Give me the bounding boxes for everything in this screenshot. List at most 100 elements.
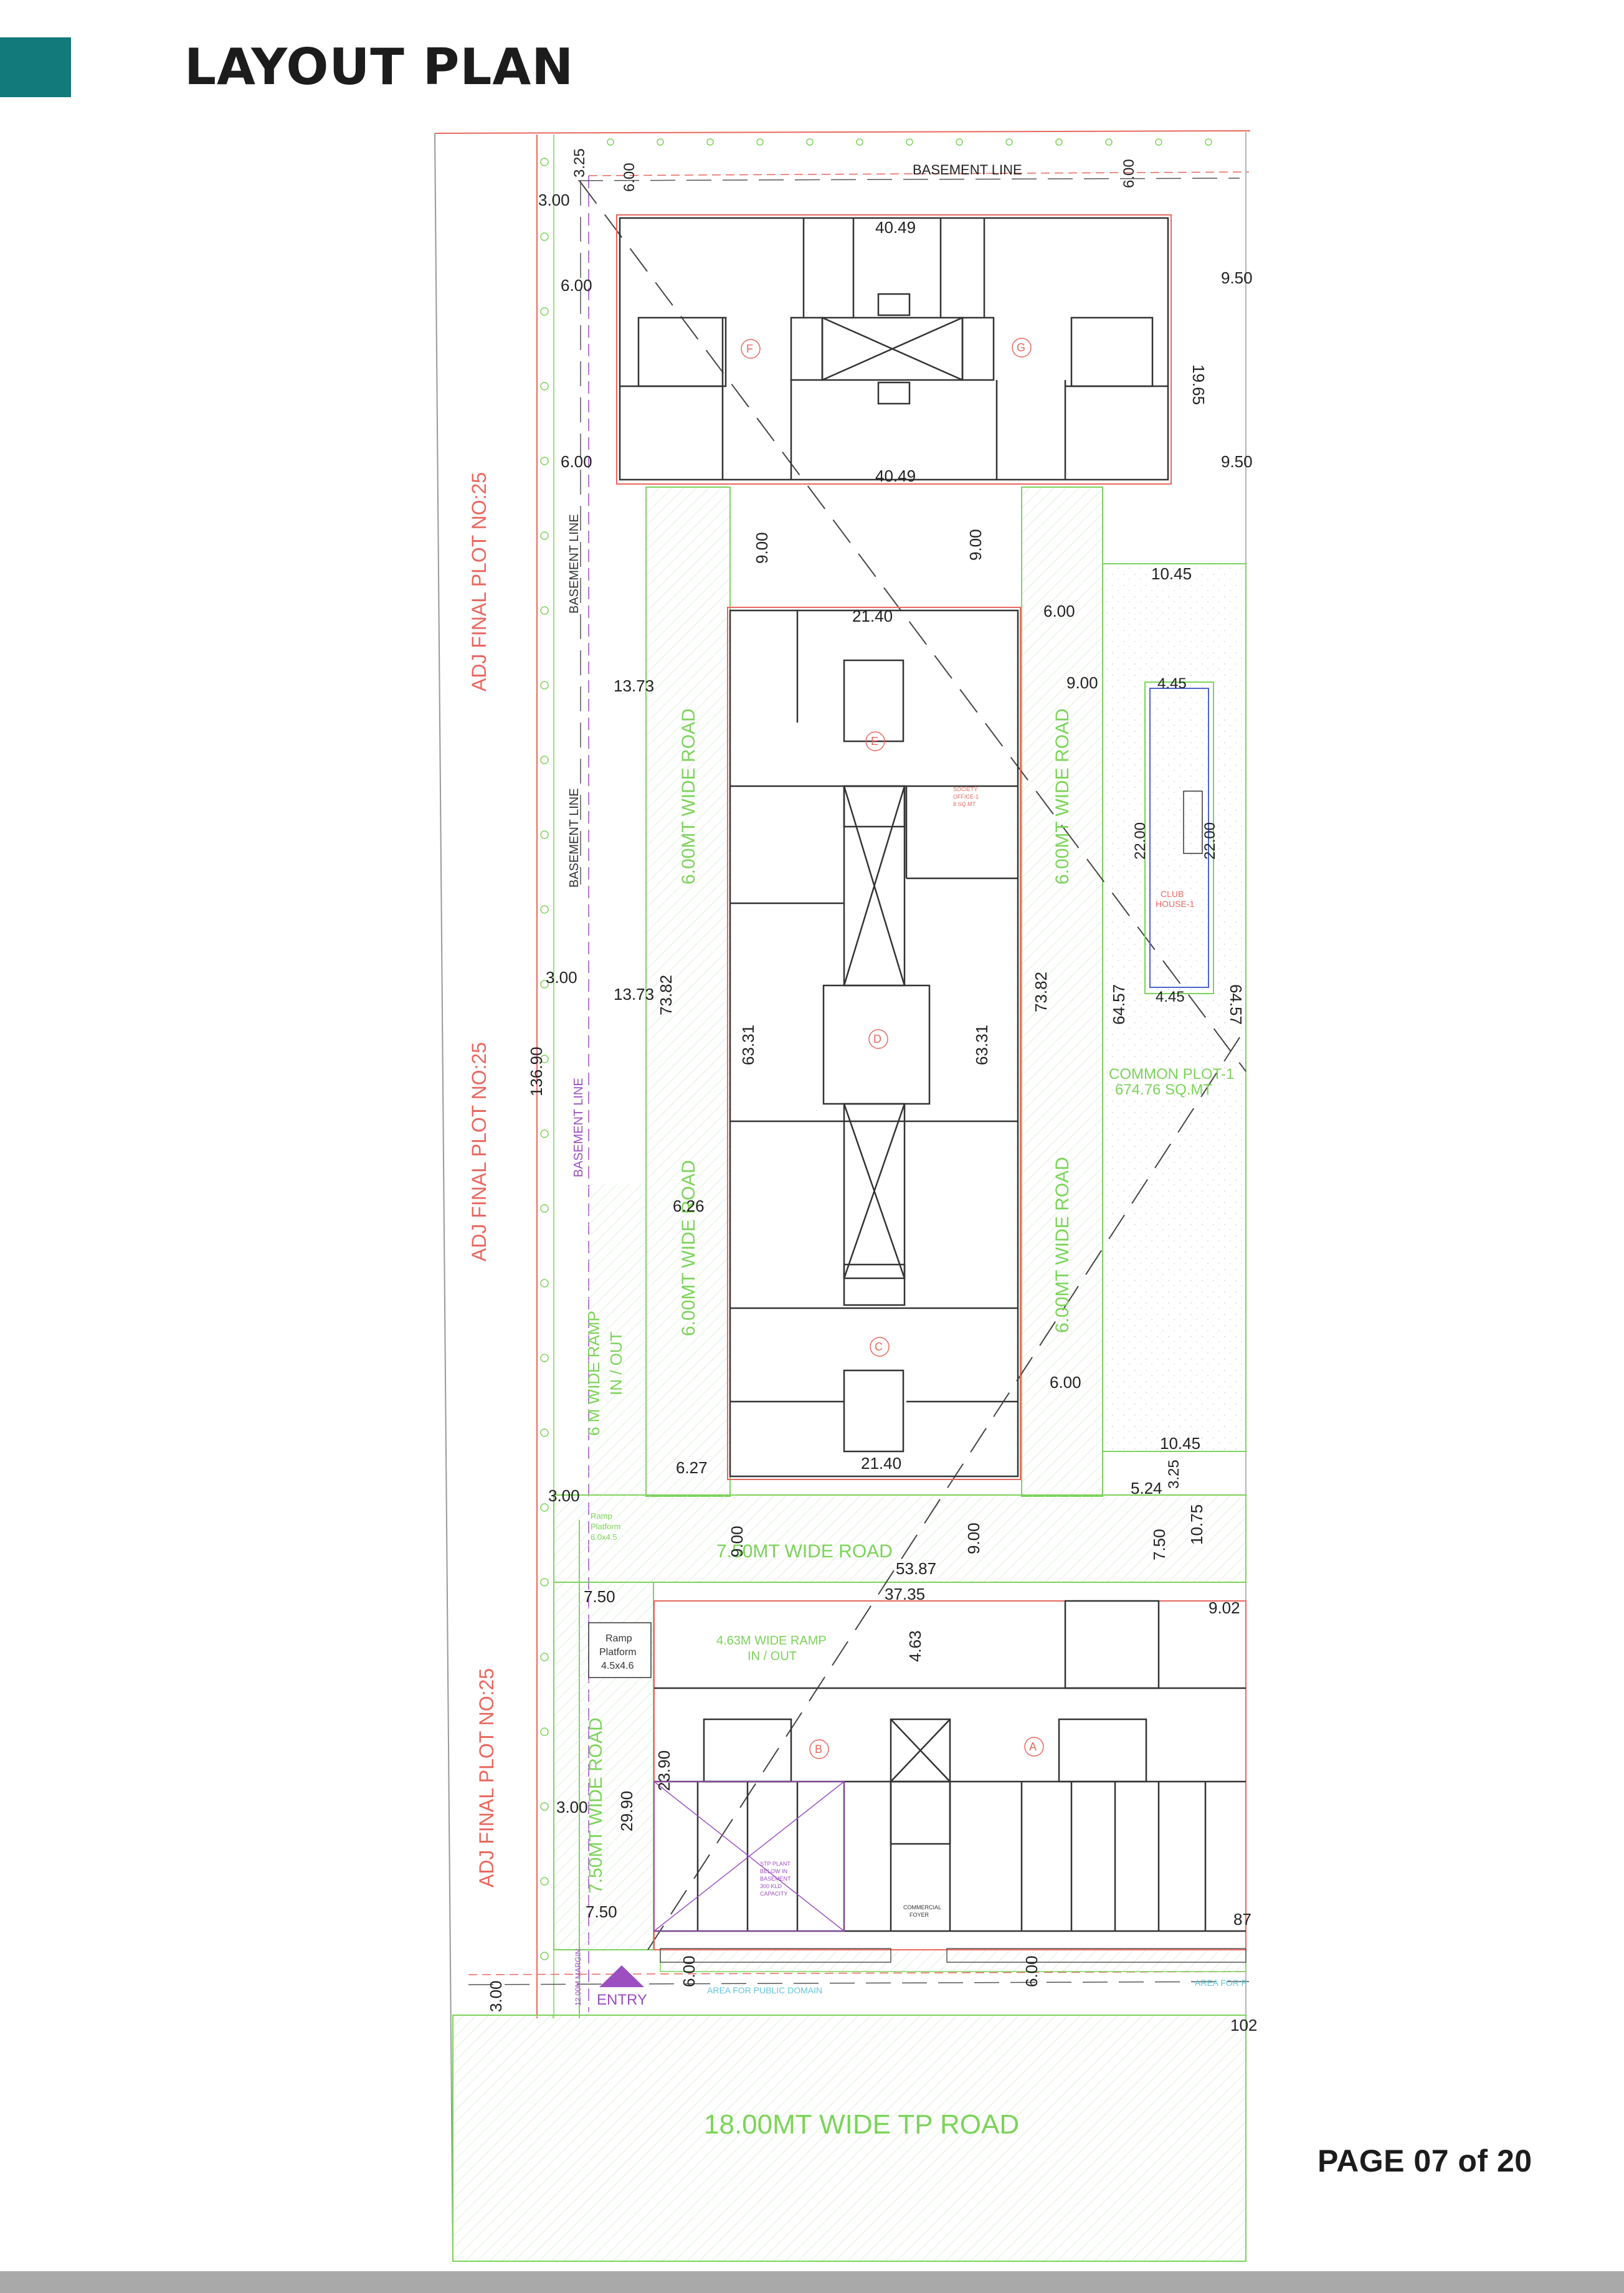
society-office-line3: 8 SQ.MT bbox=[953, 801, 976, 807]
building-f-g-labels: F G bbox=[746, 341, 1025, 355]
ramp-platform-upper-2: Platform bbox=[591, 1522, 620, 1531]
margin-label: 12.00M MARGIN bbox=[574, 1949, 582, 2006]
dim: 10.45 bbox=[1151, 564, 1192, 583]
dim: 3.00 bbox=[487, 1980, 505, 2012]
road-cross-label: 7.50MT WIDE ROAD bbox=[716, 1541, 893, 1562]
dim: 3.00 bbox=[556, 1798, 588, 1816]
dim: 9.00 bbox=[753, 532, 771, 564]
dim: 6.00 bbox=[561, 276, 592, 295]
public-domain-label: AREA FOR PUBLIC DOMAIN bbox=[707, 1985, 822, 1995]
road-right-lower: 6.00MT WIDE ROAD bbox=[1052, 1157, 1073, 1333]
dim: 73.82 bbox=[1032, 972, 1050, 1012]
stp-note-4: 300 KLD bbox=[760, 1883, 782, 1889]
dim: 4.45 bbox=[1156, 989, 1185, 1005]
common-plot-name: COMMON PLOT-1 bbox=[1109, 1066, 1234, 1083]
dim: 6.00 bbox=[621, 163, 638, 192]
dim: 63.31 bbox=[972, 1025, 991, 1065]
bottom-bar bbox=[0, 2271, 1624, 2293]
dim: 29.90 bbox=[617, 1791, 636, 1831]
dim: 53.87 bbox=[896, 1559, 936, 1578]
ramp-platform-lower-1: Ramp bbox=[605, 1633, 632, 1644]
block-e-label: E bbox=[871, 735, 878, 748]
road-left-upper: 6.00MT WIDE ROAD bbox=[678, 708, 699, 885]
dim: 6.27 bbox=[676, 1458, 708, 1477]
dim: 3.00 bbox=[548, 1486, 580, 1505]
dim: 7.50 bbox=[586, 1902, 617, 1921]
dim: 64.57 bbox=[1109, 984, 1128, 1025]
dim: 3.00 bbox=[538, 191, 570, 209]
dim: 9.50 bbox=[1221, 268, 1253, 287]
dim: 40.49 bbox=[875, 467, 916, 485]
society-office-line1: SOCIETY bbox=[953, 786, 978, 792]
dim: 22.00 bbox=[1132, 822, 1149, 860]
dim: 4.45 bbox=[1157, 675, 1187, 692]
dim: 9.00 bbox=[1066, 673, 1098, 692]
dim: 64.57 bbox=[1227, 984, 1245, 1025]
ramp-463-b: IN / OUT bbox=[748, 1650, 797, 1663]
road-left-bottom: 7.50MT WIDE ROAD bbox=[586, 1717, 606, 1894]
block-f-label: F bbox=[746, 343, 753, 355]
ramp-platform-lower-3: 4.5x4.6 bbox=[601, 1661, 634, 1671]
entry-label: ENTRY bbox=[597, 1992, 647, 2008]
dim: 10.45 bbox=[1160, 1434, 1200, 1453]
dim: 40.49 bbox=[875, 218, 916, 237]
commercial-foyer-1: COMMERCIAL bbox=[903, 1904, 941, 1911]
dim: 10.75 bbox=[1187, 1504, 1206, 1545]
society-office-line2: OFFICE-1 bbox=[953, 794, 979, 800]
club-house: CLUB HOUSE-1 bbox=[1144, 681, 1214, 994]
dim: 87 bbox=[1233, 1910, 1251, 1929]
dim: 63.31 bbox=[739, 1025, 757, 1065]
stp-note-2: BELOW IN bbox=[760, 1868, 787, 1874]
dim: 6.00 bbox=[1043, 602, 1075, 620]
entry-marker: ENTRY bbox=[597, 1965, 647, 2008]
adj-plot-label-bottom: ADJ FINAL PLOT NO:25 bbox=[475, 1668, 498, 1887]
dim: 21.40 bbox=[861, 1454, 901, 1473]
block-d-label: D bbox=[873, 1033, 881, 1045]
public-domain-label-2: AREA FOR P bbox=[1195, 1978, 1247, 1988]
road-left-lower: 6.00MT WIDE ROAD bbox=[678, 1160, 699, 1336]
internal-roads bbox=[452, 487, 1246, 2262]
dim: 13.73 bbox=[614, 985, 654, 1004]
basement-line-label-3: BASEMENT LINE bbox=[572, 1078, 586, 1177]
dim: BASEMENT LINE bbox=[913, 162, 1022, 178]
boundary-markers bbox=[540, 138, 1212, 1960]
commercial-foyer-2: FOYER bbox=[909, 1912, 929, 1918]
club-house-line1: CLUB bbox=[1161, 889, 1184, 899]
dim: 9.02 bbox=[1209, 1598, 1240, 1617]
dim: 4.63 bbox=[906, 1630, 924, 1662]
dim: 37.35 bbox=[885, 1585, 925, 1603]
dim: 5.24 bbox=[1131, 1479, 1162, 1498]
dim: 22.00 bbox=[1202, 822, 1218, 860]
building-c-d-e bbox=[727, 607, 1021, 1480]
dim: 9.00 bbox=[728, 1526, 746, 1557]
dim: 9.00 bbox=[964, 1522, 983, 1554]
dim: 6.26 bbox=[673, 1197, 705, 1215]
accent-block bbox=[0, 37, 71, 97]
page-number: PAGE 07 of 20 bbox=[1318, 2143, 1532, 2178]
dim: 3.25 bbox=[1166, 1460, 1182, 1489]
page-title: LAYOUT PLAN bbox=[184, 38, 574, 96]
ramp-platform-upper-3: 6.0x4.5 bbox=[591, 1532, 617, 1542]
dim: 6.00 bbox=[561, 452, 592, 471]
club-house-line2: HOUSE-1 bbox=[1156, 899, 1194, 909]
dim: 136.90 bbox=[527, 1047, 546, 1096]
stp-note-5: CAPACITY bbox=[760, 1891, 787, 1897]
dim: 6.00 bbox=[680, 1955, 698, 1987]
vertical-labels: ADJ FINAL PLOT NO:25 ADJ FINAL PLOT NO:2… bbox=[468, 472, 1073, 2006]
building-a-b bbox=[653, 1600, 1246, 1963]
dimension-texts: 3.25 6.00 BASEMENT LINE 6.00 3.00 40.49 … bbox=[487, 148, 1257, 2034]
dim: 6.00 bbox=[1050, 1373, 1081, 1392]
road-right-upper: 6.00MT WIDE ROAD bbox=[1052, 708, 1073, 885]
dim: 9.00 bbox=[966, 529, 985, 561]
dim: 9.50 bbox=[1221, 452, 1253, 471]
building-f-g bbox=[616, 214, 1172, 485]
dim: 3.25 bbox=[571, 148, 588, 178]
dim: 7.50 bbox=[1150, 1529, 1169, 1560]
block-c-label: C bbox=[875, 1341, 883, 1353]
dim: 19.65 bbox=[1189, 364, 1208, 405]
stp-note-1: STP PLANT bbox=[760, 1861, 791, 1867]
dim: 6.00 bbox=[1022, 1955, 1041, 1987]
dim: 21.40 bbox=[852, 607, 893, 625]
ramp-platform-upper-1: Ramp bbox=[591, 1511, 612, 1521]
